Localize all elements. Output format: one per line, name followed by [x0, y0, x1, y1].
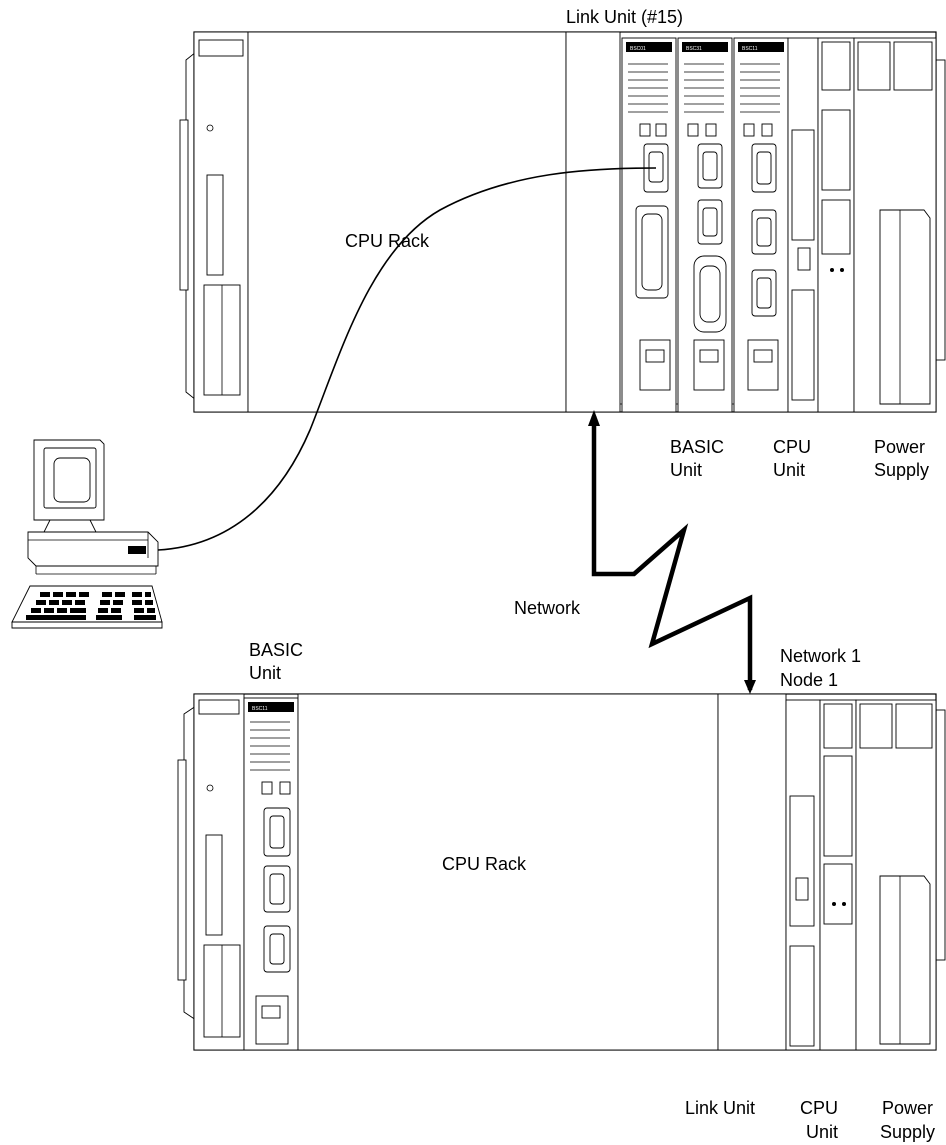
bottom-cpu-unit-module: [786, 700, 856, 1050]
label-bottom-basic-unit-line1: BASIC: [249, 640, 303, 660]
top-cpu-unit-module: [788, 38, 854, 412]
top-basic-module-2: BSC31: [678, 38, 732, 412]
top-basic-module-1: BSC01: [622, 38, 676, 412]
label-network-node-line1: Network 1: [780, 646, 861, 666]
label-bottom-cpu-unit-line2: Unit: [806, 1122, 838, 1142]
label-bottom-basic-unit-line2: Unit: [249, 663, 281, 683]
keyboard: [12, 586, 162, 628]
label-bottom-power-supply-line2: Supply: [880, 1122, 935, 1142]
bottom-power-supply-module: [856, 700, 936, 1050]
top-power-supply-module: [854, 38, 936, 412]
label-top-power-supply-line2: Supply: [874, 460, 929, 480]
label-network: Network: [514, 598, 581, 618]
bottom-basic-module: BSC11: [244, 698, 298, 1050]
label-bottom-power-supply-line1: Power: [882, 1098, 933, 1118]
bottom-cpu-rack: BSC11: [178, 694, 945, 1050]
top-module-tag-3: BSC11: [742, 46, 758, 52]
label-bottom-cpu-unit-line1: CPU: [800, 1098, 838, 1118]
top-cpu-rack: BSC01 BSC31: [180, 32, 945, 412]
label-bottom-link-unit: Link Unit: [685, 1098, 755, 1118]
label-top-basic-unit-line1: BASIC: [670, 437, 724, 457]
label-top-cpu-unit-line1: CPU: [773, 437, 811, 457]
label-top-power-supply-line1: Power: [874, 437, 925, 457]
label-top-cpu-unit-line2: Unit: [773, 460, 805, 480]
label-network-node-line2: Node 1: [780, 670, 838, 690]
bottom-module-tag: BSC11: [252, 706, 268, 712]
top-module-tag-2: BSC31: [686, 46, 702, 52]
label-top-basic-unit-line2: Unit: [670, 460, 702, 480]
top-module-tag-1: BSC01: [630, 46, 646, 52]
personal-computer: [12, 440, 162, 628]
label-bottom-cpu-rack: CPU Rack: [442, 854, 527, 874]
top-basic-module-3: BSC11: [734, 38, 788, 412]
label-top-link-unit: Link Unit (#15): [566, 7, 683, 27]
label-top-cpu-rack: CPU Rack: [345, 231, 430, 251]
